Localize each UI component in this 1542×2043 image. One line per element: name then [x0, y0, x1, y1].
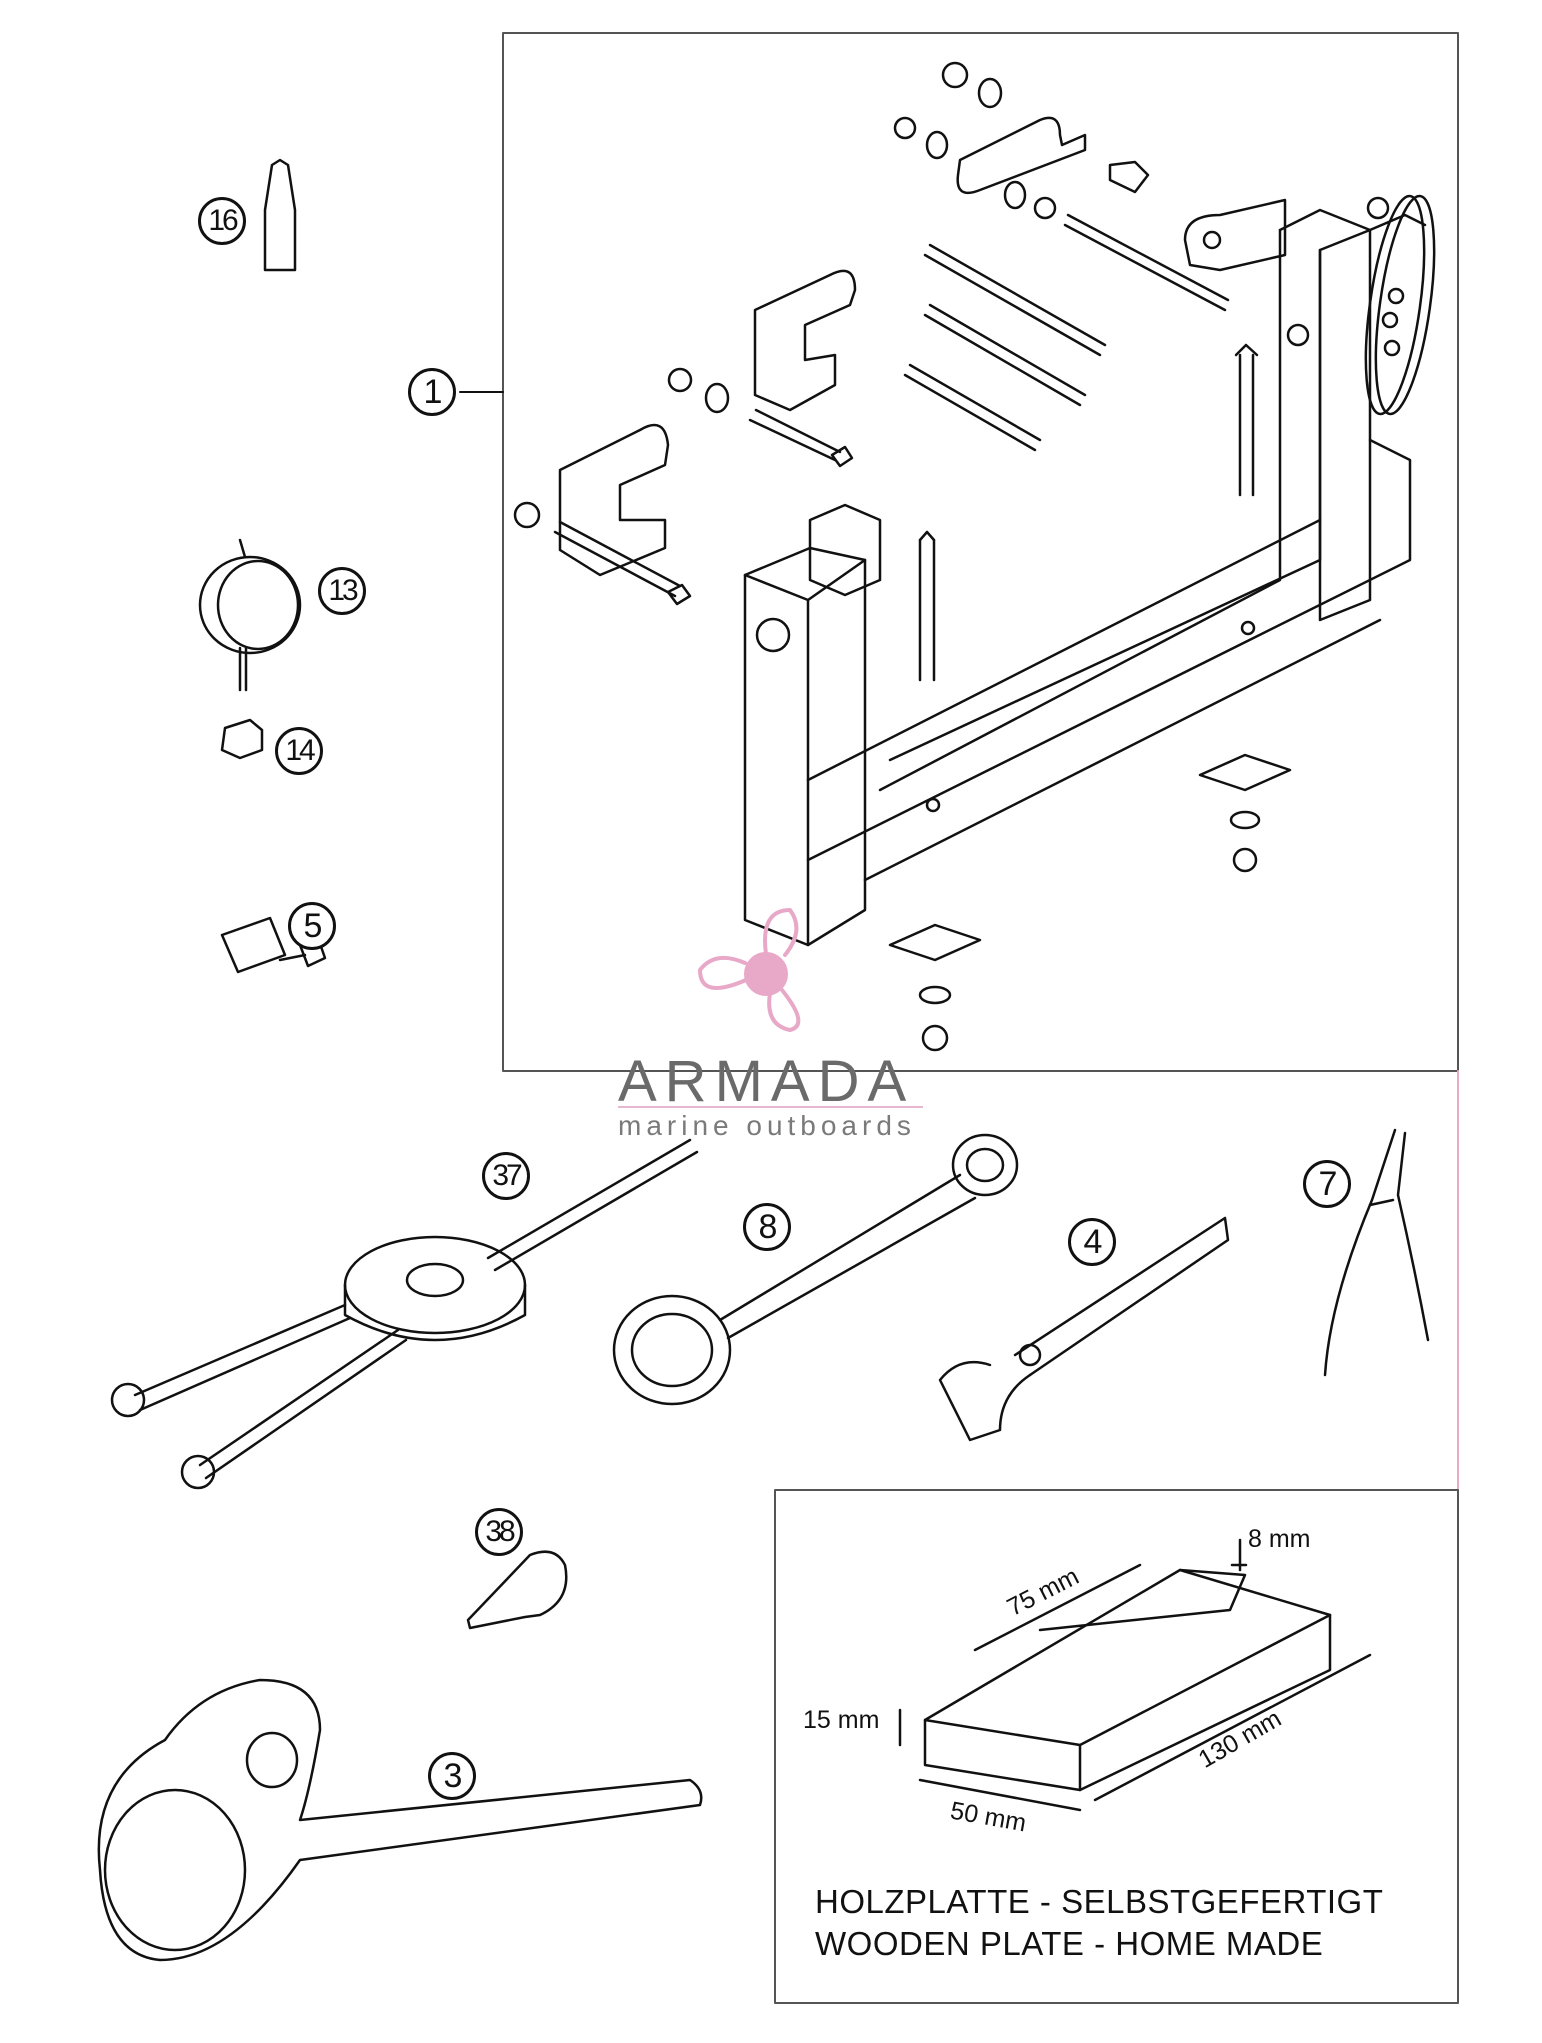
- adapter: [220, 718, 264, 760]
- armada-divider: [618, 1106, 923, 1108]
- stand-brackets-bolts: [553, 116, 1259, 682]
- callout-38: 38: [475, 1508, 523, 1556]
- hook-wrench: [612, 1133, 1019, 1406]
- callout-7: 7: [1303, 1160, 1351, 1208]
- callout-4: 4: [1068, 1218, 1116, 1266]
- dim-height: 15 mm: [803, 1706, 880, 1734]
- loctite-bottle: [263, 158, 297, 272]
- wooden-plate-drawing: [898, 1538, 1372, 1812]
- armada-wordmark: ARMADA: [618, 1049, 915, 1114]
- caption-german: HOLZPLATTE - SELBSTGEFERTIGT: [815, 1883, 1384, 1920]
- wooden-plate-box: [774, 1489, 1459, 2004]
- engine-stand: [743, 194, 1436, 947]
- nuts-washers: [513, 61, 1292, 1052]
- armada-tagline: marine outboards: [618, 1110, 916, 1141]
- armada-propeller-logo: [698, 908, 801, 1032]
- callout-3: 3: [428, 1752, 476, 1800]
- callout-1: 1: [408, 368, 456, 416]
- callout-13: 13: [318, 567, 366, 615]
- dial-gauge: [198, 538, 302, 692]
- callout-37: 37: [482, 1152, 530, 1200]
- callout-5: 5: [288, 902, 336, 950]
- circlip-pliers: [1323, 1128, 1430, 1377]
- dim-slot-width: 8 mm: [1248, 1525, 1311, 1553]
- caption-english: WOODEN PLATE - HOME MADE: [815, 1925, 1324, 1962]
- crank-puller: [110, 1138, 699, 1490]
- spanner-tool: [938, 1216, 1230, 1442]
- clutch-holder: [97, 1678, 703, 1962]
- callout-14: 14: [275, 727, 323, 775]
- callout-16: 16: [198, 197, 246, 245]
- assembly-frame-box: [502, 32, 1459, 1072]
- callout-8: 8: [743, 1203, 791, 1251]
- lock-washer: [466, 1550, 568, 1630]
